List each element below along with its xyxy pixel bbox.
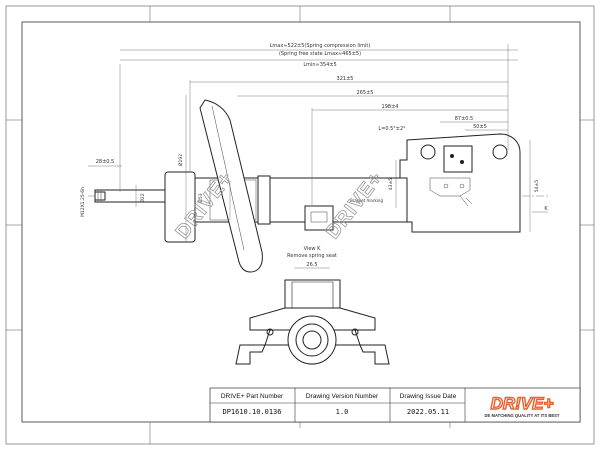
logo-tagline: DE MATCHING QUALITY AT ITS BEST [485, 413, 560, 418]
dim-50: 50±5 [473, 124, 487, 130]
sensor-clip [443, 145, 473, 173]
tube-collar [257, 175, 271, 225]
dim-43: 43±5 [388, 178, 394, 190]
dim-lmax-note: Lmax≈522±5(Spring compression limit) [270, 43, 371, 49]
dim-spring-free-note: (Spring free state Lmax≈465±5) [279, 51, 361, 57]
dim-198: 198±4 [382, 104, 399, 110]
dim-d22: Ø22 [139, 193, 146, 202]
dim-87: 87±0.5 [455, 116, 474, 122]
dim-angle: L=0.5°±2° [378, 126, 406, 132]
logo-brand: DR!VE+ [491, 394, 554, 413]
note-remove-spring-seat: Remove spring seat [287, 253, 337, 259]
note-view-k: View K [304, 246, 321, 252]
bracket-hole-upper [420, 144, 436, 160]
bracket-hole-lower [492, 144, 508, 160]
dimension-lines [88, 44, 548, 242]
bracket-marker [304, 205, 334, 231]
dim-lmin: Lmin≈354±5 [303, 62, 336, 68]
note-bracket-marking: Bracket marking [350, 198, 383, 203]
dim-321: 321±5 [337, 76, 354, 82]
drive-plus-logo: DR!VE+ DE MATCHING QUALITY AT ITS BEST [485, 393, 560, 418]
rod-tip [94, 191, 106, 201]
dim-54: 54±5 [534, 180, 540, 192]
title-block: DRIVE+ Part Number Drawing Version Numbe… [209, 387, 581, 423]
dim-d53: Ø53 [197, 193, 204, 202]
part-number-header: DRIVE+ Part Number [221, 393, 284, 400]
spring-seat [199, 99, 263, 273]
issue-date-header: Drawing Issue Date [400, 393, 457, 400]
issue-date-value: 2022.05.11 [407, 408, 449, 416]
dim-26: 26.5 [306, 262, 317, 268]
drawing-version-value: 1.0 [336, 408, 349, 416]
dim-thread: M12X1.25-6h [80, 187, 86, 217]
dim-k: K [544, 206, 548, 212]
dim-28: 28±0.5 [96, 159, 115, 165]
frame-ticks [6, 6, 594, 444]
part-number-value: DP1610.10.0136 [222, 408, 281, 416]
dim-265: 265±5 [357, 90, 374, 96]
drawing-version-header: Drawing Version Number [306, 393, 379, 400]
view-k-drawing [235, 279, 390, 365]
piston-rod [94, 189, 171, 203]
dim-d192: Ø192 [177, 154, 184, 166]
